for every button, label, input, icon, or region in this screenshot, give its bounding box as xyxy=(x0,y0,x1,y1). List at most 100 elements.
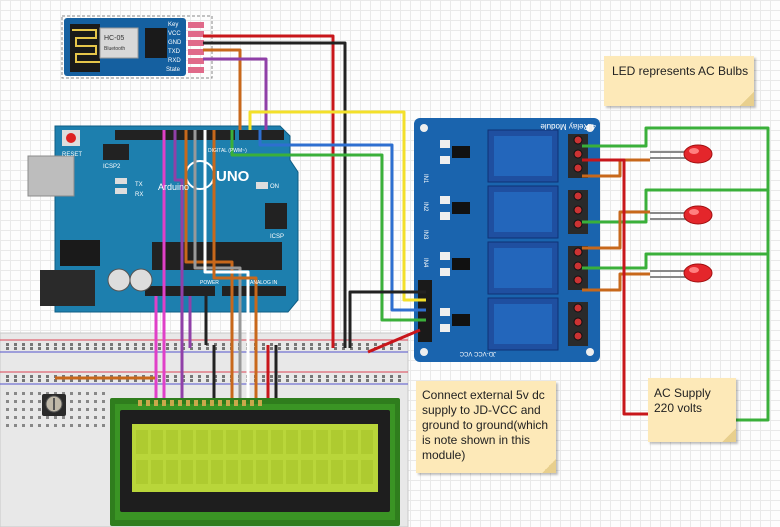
breadboard-hole xyxy=(30,347,33,350)
breadboard-hole xyxy=(206,375,209,378)
breadboard-hole xyxy=(46,424,49,427)
breadboard-hole xyxy=(294,347,297,350)
arduino-reset-label: RESET xyxy=(62,152,82,158)
relay-cover xyxy=(494,136,552,176)
breadboard-hole xyxy=(150,347,153,350)
breadboard-hole xyxy=(38,375,41,378)
breadboard-hole xyxy=(54,424,57,427)
breadboard-hole xyxy=(62,379,65,382)
screw-terminal xyxy=(573,247,583,257)
breadboard-hole xyxy=(54,347,57,350)
lcd-char-cell xyxy=(286,430,298,454)
bt-pin-gnd: GND xyxy=(168,40,182,46)
resistor xyxy=(440,324,450,332)
relay-cover xyxy=(494,192,552,232)
breadboard-hole xyxy=(294,379,297,382)
bt-pin-txd: TXD xyxy=(168,49,181,55)
breadboard-hole xyxy=(334,379,337,382)
breadboard-hole xyxy=(158,347,161,350)
breadboard-hole xyxy=(262,379,265,382)
arduino-brand: Arduino xyxy=(158,182,189,192)
breadboard-hole xyxy=(374,379,377,382)
breadboard-hole xyxy=(38,379,41,382)
breadboard-hole xyxy=(86,424,89,427)
relay-jdvcc-label: JD-VCC VCC xyxy=(459,350,496,356)
relay-in4: IN4 xyxy=(422,258,428,268)
breadboard-hole xyxy=(382,347,385,350)
breadboard-hole xyxy=(6,379,9,382)
wires xyxy=(55,34,770,422)
breadboard-hole xyxy=(278,379,281,382)
breadboard-hole xyxy=(278,343,281,346)
lcd-char-cell xyxy=(361,460,373,484)
breadboard-hole xyxy=(150,343,153,346)
bluetooth-module xyxy=(61,15,213,79)
bt-pin-rxd: RXD xyxy=(168,58,181,64)
breadboard-hole xyxy=(366,379,369,382)
screw-terminal xyxy=(573,205,583,215)
breadboard-hole xyxy=(102,416,105,419)
breadboard-hole xyxy=(390,347,393,350)
breadboard-hole xyxy=(78,400,81,403)
breadboard-hole xyxy=(78,343,81,346)
relay-in1: IN1 xyxy=(422,174,428,184)
breadboard-hole xyxy=(6,375,9,378)
breadboard-hole xyxy=(14,347,17,350)
lcd-char-cell xyxy=(241,430,253,454)
note-external-supply: Connect external 5v dc supply to JD-VCC … xyxy=(416,381,556,473)
breadboard-hole xyxy=(30,379,33,382)
breadboard-hole xyxy=(358,379,361,382)
screw-terminal xyxy=(573,303,583,313)
breadboard-hole xyxy=(54,343,57,346)
breadboard-hole xyxy=(102,392,105,395)
arduino-board xyxy=(27,125,299,313)
breadboard-hole xyxy=(86,416,89,419)
breadboard-hole xyxy=(150,379,153,382)
breadboard-hole xyxy=(86,408,89,411)
screw-terminal xyxy=(573,219,583,229)
breadboard-hole xyxy=(302,375,305,378)
breadboard-hole xyxy=(22,424,25,427)
breadboard-hole xyxy=(78,347,81,350)
breadboard-hole xyxy=(14,408,17,411)
screw-terminal xyxy=(573,163,583,173)
breadboard-hole xyxy=(174,343,177,346)
breadboard-hole xyxy=(94,379,97,382)
breadboard-hole xyxy=(14,379,17,382)
breadboard-hole xyxy=(350,347,353,350)
lcd-char-cell xyxy=(346,430,358,454)
relay-cover xyxy=(494,304,552,344)
breadboard-hole xyxy=(6,424,9,427)
breadboard-hole xyxy=(14,424,17,427)
bt-pin-key: Key xyxy=(168,22,178,28)
breadboard-hole xyxy=(38,408,41,411)
breadboard-hole xyxy=(134,343,137,346)
breadboard-hole xyxy=(206,347,209,350)
breadboard-hole xyxy=(382,379,385,382)
breadboard-hole xyxy=(174,347,177,350)
note-led-bulbs: LED represents AC Bulbs xyxy=(604,56,754,106)
lcd-pin xyxy=(138,400,142,406)
lcd-pin xyxy=(242,400,246,406)
bt-header-pin xyxy=(188,40,204,46)
lcd-char-cell xyxy=(181,460,193,484)
optocoupler xyxy=(452,146,470,158)
breadboard-hole xyxy=(118,379,121,382)
screw-terminal xyxy=(573,261,583,271)
breadboard-hole xyxy=(166,343,169,346)
potentiometer xyxy=(42,394,66,416)
breadboard-hole xyxy=(110,347,113,350)
breadboard-hole xyxy=(70,392,73,395)
breadboard-hole xyxy=(38,400,41,403)
breadboard-hole xyxy=(118,347,121,350)
breadboard-hole xyxy=(126,343,129,346)
breadboard-hole xyxy=(198,375,201,378)
breadboard-hole xyxy=(102,379,105,382)
screw-terminal xyxy=(573,317,583,327)
breadboard-hole xyxy=(390,379,393,382)
breadboard-hole xyxy=(14,416,17,419)
breadboard-hole xyxy=(270,379,273,382)
breadboard-hole xyxy=(398,343,401,346)
breadboard-hole xyxy=(86,392,89,395)
breadboard-hole xyxy=(46,375,49,378)
